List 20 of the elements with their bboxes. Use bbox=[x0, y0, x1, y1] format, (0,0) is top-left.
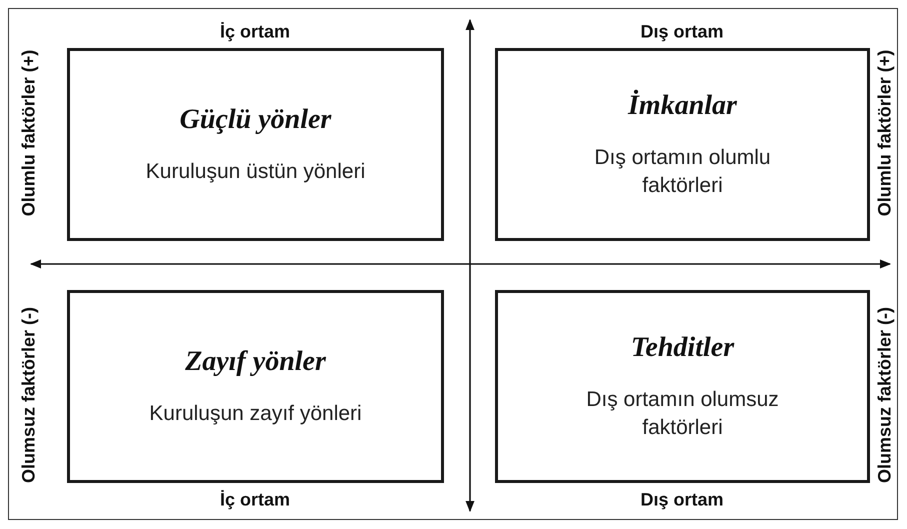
quadrant-heading: Zayıf yönler bbox=[185, 346, 326, 378]
environment-label: İç ortam bbox=[220, 490, 290, 510]
environment-label: Dış ortam bbox=[640, 490, 724, 510]
quadrant-heading: İmkanlar bbox=[628, 90, 737, 122]
quadrant-heading: Güçlü yönler bbox=[180, 104, 332, 136]
quadrant-description: Kuruluşun zayıf yönleri bbox=[149, 400, 362, 427]
side-axis-label: Olumlu faktörler (+) bbox=[18, 50, 40, 216]
quadrant-heading: Tehditler bbox=[630, 332, 734, 364]
quadrant-box bbox=[67, 48, 444, 241]
quadrant-box bbox=[67, 290, 444, 483]
quadrant-description: Dış ortamın olumsuz faktörleri bbox=[585, 387, 780, 440]
side-axis-label: Olumlu faktörler (+) bbox=[874, 50, 896, 216]
environment-label: İç ortam bbox=[220, 22, 290, 42]
side-axis-label: Olumsuz faktörler (-) bbox=[874, 306, 896, 484]
side-axis-label: Olumsuz faktörler (-) bbox=[18, 306, 40, 484]
environment-label: Dış ortam bbox=[640, 22, 724, 42]
quadrant-box bbox=[495, 48, 870, 241]
quadrant-description: Dış ortamın olumlu faktörleri bbox=[593, 145, 772, 198]
quadrant-description: Kuruluşun üstün yönleri bbox=[146, 158, 366, 185]
quadrant-box bbox=[495, 290, 870, 483]
